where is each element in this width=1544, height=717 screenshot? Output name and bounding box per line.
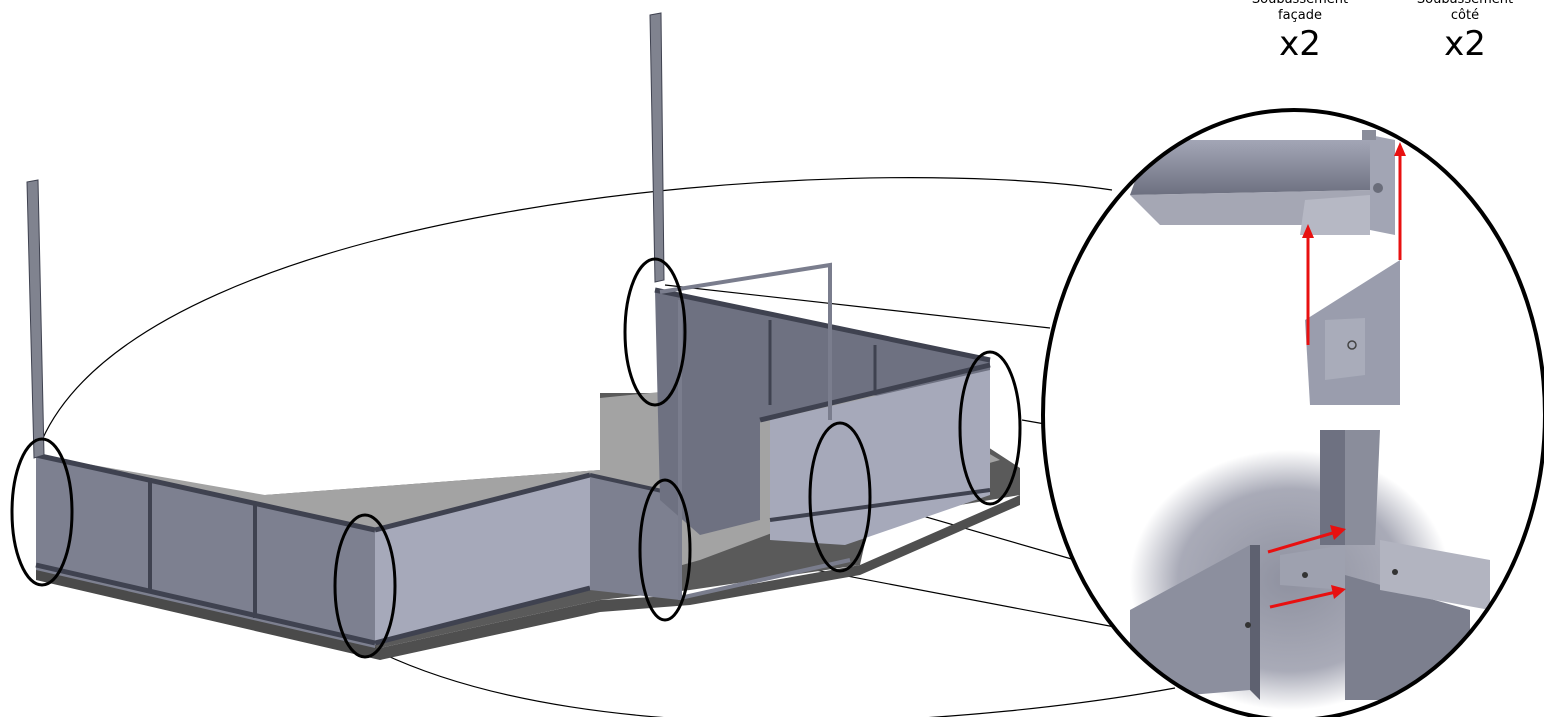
joint-highlight-step: [638, 478, 692, 622]
arrow-right-upper: [1267, 530, 1337, 554]
vertical-posts: [26, 12, 665, 459]
detail-zoom-view: [1041, 108, 1544, 717]
detail-top-beam: [1130, 140, 1390, 195]
label-facade: Soubassement façade x2: [1240, 0, 1360, 62]
label-side-name: Soubassement côté: [1417, 0, 1513, 23]
arrow-right-lower: [1269, 590, 1337, 609]
highlighted-joints: [10, 257, 1022, 659]
callout-lines: [41, 177, 1176, 717]
label-facade-qty: x2: [1279, 24, 1321, 64]
label-side-qty: x2: [1444, 24, 1486, 64]
joint-highlight-back-right: [958, 350, 1022, 506]
joint-highlight-front-corner: [333, 513, 397, 659]
joint-highlight-gate: [808, 421, 872, 573]
joint-highlight-back-left: [623, 257, 687, 407]
label-facade-name: Soubassement façade: [1252, 0, 1348, 23]
label-side: Soubassement côté x2: [1405, 0, 1525, 62]
assembly-arrows: [1267, 142, 1406, 609]
joint-highlight-front-left: [10, 437, 74, 587]
center-front-wall: [374, 472, 681, 646]
detail-zoom-border: [1041, 108, 1544, 717]
gate-frame: [659, 262, 851, 600]
back-walls: [654, 287, 991, 545]
left-front-wall: [35, 452, 376, 648]
